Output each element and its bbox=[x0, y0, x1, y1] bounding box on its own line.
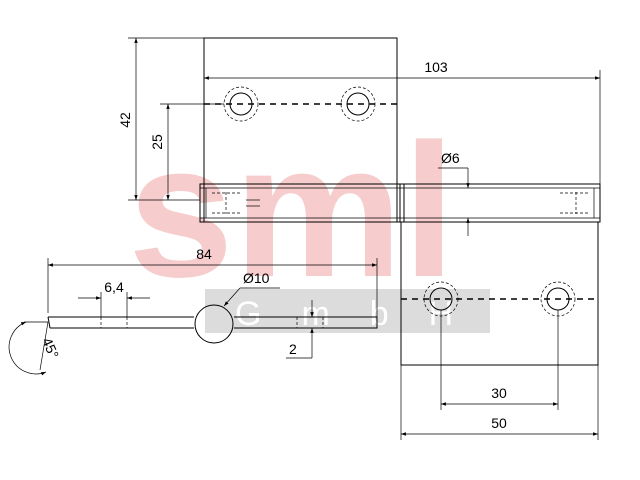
lower-leaf-outline bbox=[400, 221, 599, 366]
watermark-brand: sml bbox=[128, 105, 455, 317]
dim-total-width-label: 103 bbox=[424, 59, 448, 75]
dim-leaf-width-label: 50 bbox=[491, 415, 507, 431]
dim-pin-diameter-label: Ø6 bbox=[441, 150, 460, 166]
watermark-bar bbox=[205, 289, 490, 333]
dim-total-height-label: 42 bbox=[117, 112, 133, 128]
dim-hole-diameter: 6,4 bbox=[78, 279, 150, 317]
dim-angle: 45° bbox=[8, 321, 62, 376]
side-view-knuckle bbox=[194, 304, 234, 344]
dim-leaf-length: 84 bbox=[47, 246, 378, 317]
side-view bbox=[47, 304, 378, 344]
dim-hole-diameter-label: 6,4 bbox=[104, 279, 124, 295]
dim-thickness-label: 2 bbox=[289, 341, 297, 357]
dim-pin-height-label: 25 bbox=[149, 134, 165, 150]
dim-pin-diameter: Ø6 bbox=[438, 150, 470, 236]
dim-leaf-length-label: 84 bbox=[196, 246, 212, 262]
dim-total-height: 42 bbox=[117, 37, 204, 201]
dim-hole-spacing: 30 bbox=[440, 310, 559, 410]
dim-hole-spacing-label: 30 bbox=[491, 385, 507, 401]
watermark: sml GmbH bbox=[128, 105, 493, 333]
side-view-leaf bbox=[48, 316, 378, 329]
dim-knuckle-diameter-label: Ø10 bbox=[243, 270, 270, 286]
watermark-company: GmbH bbox=[235, 295, 493, 333]
dim-leaf-width: 50 bbox=[400, 365, 599, 440]
dim-pin-height: 25 bbox=[149, 103, 224, 200]
upper-hole-left bbox=[223, 86, 259, 122]
dim-total-width: 103 bbox=[204, 59, 601, 184]
dim-angle-label: 45° bbox=[39, 335, 62, 361]
knuckle-band bbox=[199, 183, 601, 223]
upper-hole-right bbox=[340, 86, 376, 122]
dim-thickness: 2 bbox=[286, 300, 314, 359]
dim-knuckle-diameter: Ø10 bbox=[223, 270, 280, 307]
